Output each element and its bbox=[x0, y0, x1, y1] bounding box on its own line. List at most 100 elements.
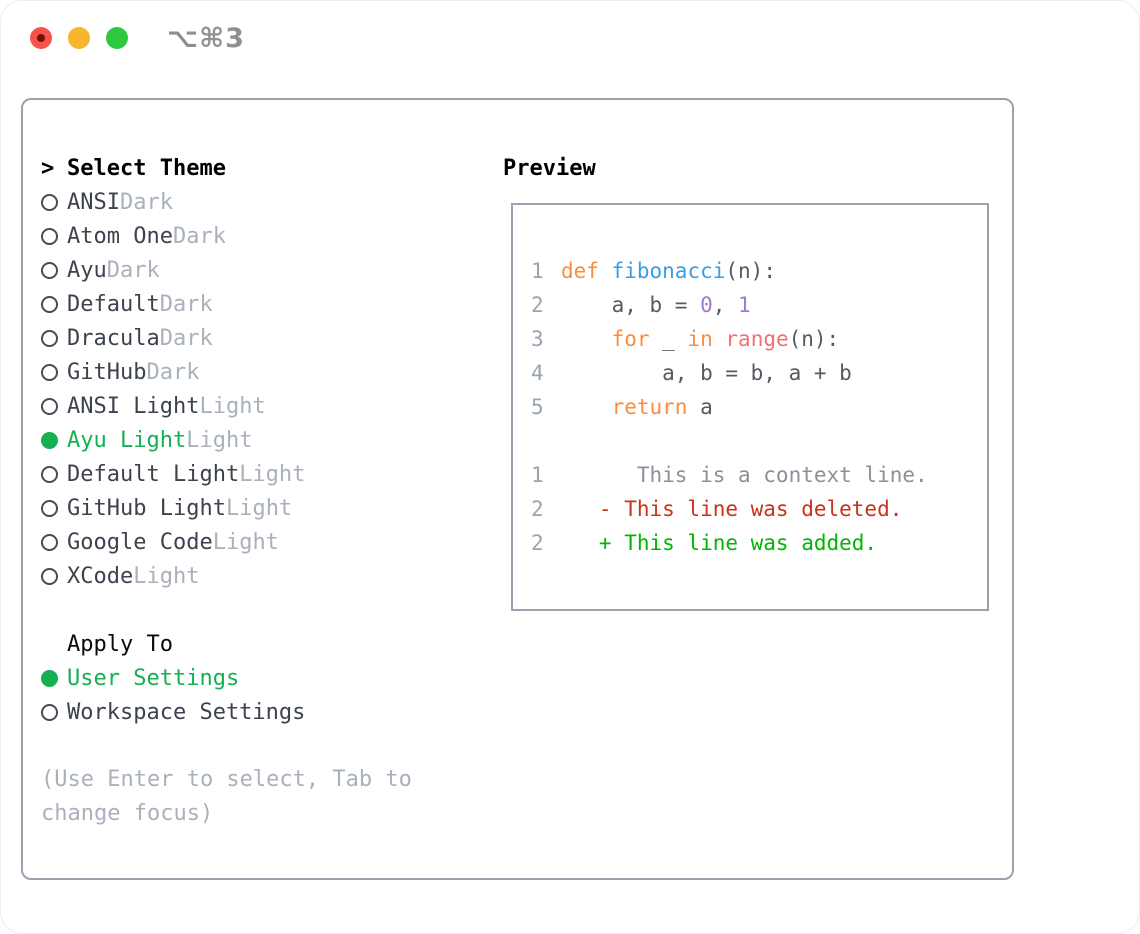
theme-name: Ayu Light bbox=[67, 427, 187, 453]
theme-variant: Dark bbox=[159, 325, 213, 351]
theme-variant: Dark bbox=[119, 189, 173, 215]
theme-variant: Light bbox=[186, 427, 253, 453]
theme-item-github[interactable]: GitHub Dark bbox=[41, 355, 477, 389]
code-line: 3 for _ in range(n): bbox=[531, 322, 928, 356]
theme-item-xcode[interactable]: XCode Light bbox=[41, 559, 477, 593]
theme-item-github-light[interactable]: GitHub Light Light bbox=[41, 491, 477, 525]
radio-icon bbox=[41, 363, 67, 381]
filled-circle-icon bbox=[41, 431, 58, 449]
theme-item-ayu-light[interactable]: Ayu Light Light bbox=[41, 423, 477, 457]
line-number: 2 bbox=[531, 293, 544, 317]
keyboard-hint: (Use Enter to select, Tab to change focu… bbox=[41, 767, 412, 826]
radio-icon bbox=[41, 397, 67, 415]
select-theme-header: Select Theme bbox=[67, 155, 226, 181]
theme-item-default-light[interactable]: Default Light Light bbox=[41, 457, 477, 491]
radio-icon bbox=[41, 703, 67, 721]
minimize-button[interactable] bbox=[68, 27, 90, 49]
apply-option-user-settings[interactable]: User Settings bbox=[41, 661, 477, 695]
empty-circle-icon bbox=[41, 397, 58, 415]
line-number: 3 bbox=[531, 327, 544, 351]
cursor-icon: > bbox=[41, 155, 55, 181]
empty-circle-icon bbox=[41, 363, 58, 381]
token-plain: (n): bbox=[788, 327, 840, 351]
token-plain: _ bbox=[649, 327, 688, 351]
token-fn: fibonacci bbox=[611, 259, 726, 283]
token-kw: in bbox=[687, 327, 713, 351]
code-line: 1 This is a context line. bbox=[531, 458, 928, 492]
radio-icon bbox=[41, 567, 67, 585]
radio-icon bbox=[41, 227, 67, 245]
zoom-button[interactable] bbox=[106, 27, 128, 49]
token-ctx: This is a context line. bbox=[561, 463, 928, 487]
token-kw: for bbox=[611, 327, 650, 351]
theme-variant: Light bbox=[225, 495, 293, 521]
radio-icon bbox=[41, 499, 67, 517]
apply-option-label: User Settings bbox=[67, 665, 240, 691]
spacer bbox=[41, 593, 477, 627]
apply-option-workspace-settings[interactable]: Workspace Settings bbox=[41, 695, 477, 729]
token-del: - This line was deleted. bbox=[561, 497, 903, 521]
token-num: 0 bbox=[700, 293, 713, 317]
theme-name: Default bbox=[67, 291, 160, 317]
window-title-shortcut: ⌥⌘3 bbox=[167, 23, 245, 54]
empty-circle-icon bbox=[41, 329, 58, 347]
spacer bbox=[41, 729, 477, 763]
theme-item-ansi-light[interactable]: ANSI Light Light bbox=[41, 389, 477, 423]
token-bi: range bbox=[725, 327, 789, 351]
radio-selected-icon bbox=[41, 669, 67, 687]
line-number: 5 bbox=[531, 395, 544, 419]
token-plain bbox=[561, 395, 612, 419]
radio-selected-icon bbox=[41, 431, 67, 449]
filled-circle-icon bbox=[41, 669, 58, 687]
theme-item-ansi[interactable]: ANSI Dark bbox=[41, 185, 477, 219]
radio-icon bbox=[41, 465, 67, 483]
code-line: 4 a, b = b, a + b bbox=[531, 356, 928, 390]
empty-circle-icon bbox=[41, 567, 58, 585]
code-line: 5 return a bbox=[531, 390, 928, 424]
theme-item-dracula[interactable]: Dracula Dark bbox=[41, 321, 477, 355]
code-line: 2 + This line was added. bbox=[531, 526, 928, 560]
theme-name: Ayu bbox=[67, 257, 107, 283]
token-kw: def bbox=[561, 259, 599, 283]
empty-circle-icon bbox=[41, 499, 58, 517]
line-number: 1 bbox=[531, 463, 544, 487]
token-kw: return bbox=[611, 395, 688, 419]
empty-circle-icon bbox=[41, 533, 58, 551]
theme-variant: Light bbox=[239, 461, 306, 487]
token-plain bbox=[713, 327, 726, 351]
token-add: + This line was added. bbox=[561, 531, 878, 555]
theme-name: GitHub bbox=[67, 359, 147, 385]
radio-icon bbox=[41, 295, 67, 313]
token-plain: (n): bbox=[725, 259, 776, 283]
apply-to-header: Apply To bbox=[67, 631, 173, 657]
theme-item-default[interactable]: Default Dark bbox=[41, 287, 477, 321]
empty-circle-icon bbox=[41, 465, 58, 483]
token-plain: a bbox=[687, 395, 713, 419]
token-num: 1 bbox=[738, 293, 751, 317]
theme-name: Default Light bbox=[67, 461, 240, 487]
empty-circle-icon bbox=[41, 703, 58, 721]
theme-variant: Dark bbox=[172, 223, 226, 249]
close-button[interactable] bbox=[30, 27, 52, 49]
token-plain: a, b = bbox=[561, 293, 701, 317]
empty-circle-icon bbox=[41, 227, 58, 245]
empty-circle-icon bbox=[41, 261, 58, 279]
theme-variant: Dark bbox=[159, 291, 213, 317]
theme-item-google-code[interactable]: Google Code Light bbox=[41, 525, 477, 559]
theme-item-ayu[interactable]: Ayu Dark bbox=[41, 253, 477, 287]
token-plain: , bbox=[712, 293, 739, 317]
theme-variant: Light bbox=[199, 393, 266, 419]
token-plain bbox=[599, 259, 612, 283]
radio-icon bbox=[41, 533, 67, 551]
code-line: 2 - This line was deleted. bbox=[531, 492, 928, 526]
theme-item-atom-one[interactable]: Atom One Dark bbox=[41, 219, 477, 253]
line-number: 2 bbox=[531, 497, 544, 521]
theme-variant: Light bbox=[133, 563, 200, 589]
blank-line bbox=[531, 424, 928, 458]
